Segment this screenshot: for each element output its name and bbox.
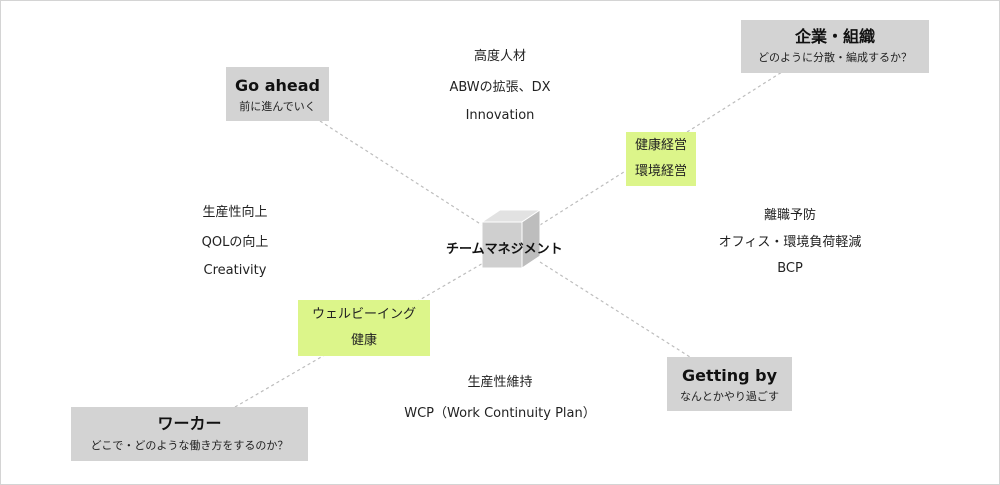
region-right-item: オフィス・環境負荷軽減 [718,235,862,250]
region-left-item: QOLの向上 [201,235,269,250]
go-ahead-title: Go ahead [235,76,320,95]
connector-top-left [319,120,483,226]
connector-bottom-right [539,261,691,358]
highlight-item: ウェルビーイング [311,307,416,322]
company-title: 企業・組織 [794,27,875,46]
center-label: チームマネジメント [446,242,563,257]
highlight-item: 環境経営 [634,164,687,179]
worker-subtitle: どこで・どのような働き方をするのか？ [90,439,289,452]
region-right-item: BCP [777,261,803,276]
worker-title: ワーカー [157,414,222,433]
region-bottom-item: 生産性維持 [467,375,533,390]
region-left-item: Creativity [203,263,267,278]
getting-by-subtitle: なんとかやり過ごす [679,390,780,403]
getting-by-title: Getting by [681,366,778,385]
quadrant-box-go-ahead: Go ahead 前に進んでいく [226,67,329,121]
highlight-item: 健康 [350,333,377,348]
highlight-health-environment: 健康経営 環境経営 [626,132,696,186]
highlight-wellbeing: ウェルビーイング 健康 [298,300,430,356]
cube-icon [480,209,542,269]
region-top-item: 高度人材 [473,49,526,64]
quadrant-box-getting-by: Getting by なんとかやり過ごす [667,357,792,411]
go-ahead-subtitle: 前に進んでいく [239,100,316,113]
region-right-item: 離職予防 [763,208,816,223]
region-left-item: 生産性向上 [202,205,268,220]
highlight-item: 健康経営 [634,138,687,153]
region-top-item: Innovation [465,108,535,123]
company-subtitle: どのように分散・編成するか？ [758,51,912,64]
region-bottom-item: WCP（Work Continuity Plan） [404,406,596,421]
quadrant-box-company: 企業・組織 どのように分散・編成するか？ [741,20,929,73]
quadrant-box-worker: ワーカー どこで・どのような働き方をするのか？ [71,407,308,461]
region-top-item: ABWの拡張、DX [449,80,551,95]
